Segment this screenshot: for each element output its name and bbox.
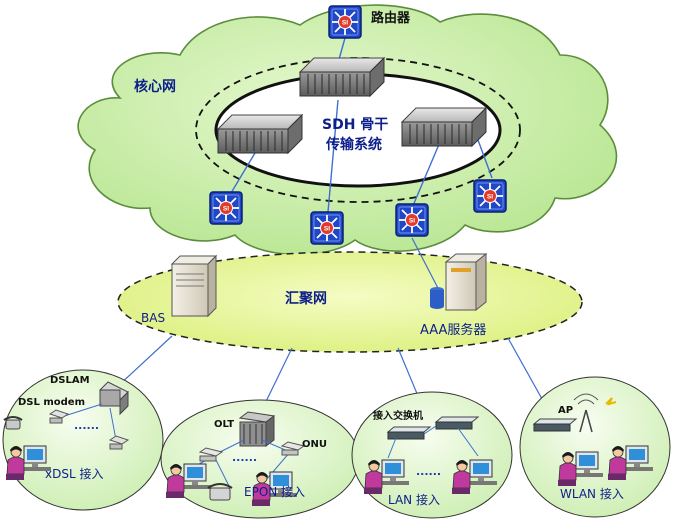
onu-label: ONU	[302, 439, 327, 450]
sdh-transport-label: 传输系统	[326, 137, 382, 153]
wireless-ap-icon	[532, 418, 578, 432]
aaa-server-label: AAA服务器	[420, 323, 487, 338]
router-switch-icon	[328, 5, 362, 39]
epon-dots: ......	[232, 451, 258, 464]
sdh-multiplexer-left	[217, 114, 303, 154]
core-network-label: 核心网	[134, 79, 176, 95]
wireless-signal-icon	[605, 397, 617, 406]
telephone-icon	[3, 416, 23, 430]
core-links	[227, 37, 493, 213]
access-switch-label: 接入交换机	[373, 411, 423, 422]
epon-access-label: EPON 接入	[244, 485, 306, 499]
core-switch-1-icon	[209, 191, 243, 225]
sdh-backbone-label: SDH 骨干	[322, 117, 389, 133]
onu-left-icon	[198, 447, 224, 462]
bas-label: BAS	[141, 311, 166, 325]
dslam-icon	[99, 381, 129, 416]
dslam-label: DSLAM	[50, 375, 90, 386]
bas-server-icon	[170, 254, 218, 318]
epon-telephone-icon	[207, 483, 233, 501]
lan-dots: ......	[416, 465, 442, 478]
core-switch-2-icon	[310, 211, 344, 245]
radio-tower-icon	[573, 393, 599, 433]
dsl-modem-label: DSL modem	[18, 397, 86, 408]
xdsl-access-bubble	[2, 369, 164, 511]
ap-label: AP	[558, 405, 574, 416]
router-label: 路由器	[371, 11, 411, 26]
aaa-server-icon	[430, 252, 488, 312]
olt-icon	[238, 411, 276, 447]
wlan-access-bubble	[519, 376, 671, 518]
access-switch-left-icon	[386, 426, 432, 440]
dsl-modem-icon	[48, 409, 70, 424]
lan-links	[387, 425, 479, 459]
lan-access-label: LAN 接入	[388, 493, 440, 507]
uplinks	[411, 237, 441, 293]
wlan-access-label: WLAN 接入	[560, 487, 624, 501]
sdh-multiplexer-right	[401, 107, 487, 147]
core-switch-3-icon	[395, 203, 429, 237]
onu-right-icon	[280, 441, 306, 456]
dsl-modem-2-icon	[108, 435, 130, 450]
sdh-multiplexer-top	[299, 57, 385, 97]
aggregation-network-label: 汇聚网	[285, 291, 327, 307]
xdsl-access-label: xDSL 接入	[45, 467, 104, 481]
core-switch-4-icon	[473, 179, 507, 213]
sdh-ring-outer	[195, 57, 521, 203]
olt-label: OLT	[214, 419, 235, 430]
access-switch-right-icon	[434, 416, 480, 430]
xdsl-dots: ......	[74, 419, 100, 432]
